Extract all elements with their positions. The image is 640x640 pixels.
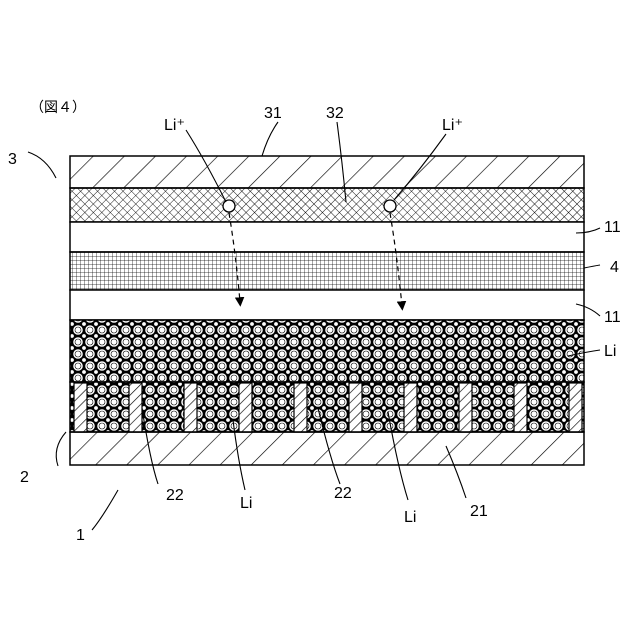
label-li-plus-right: Li⁺ bbox=[442, 117, 463, 134]
pillar-22-hatch-1 bbox=[74, 383, 87, 432]
label-li-right: Li bbox=[604, 343, 616, 360]
layer-4-separator bbox=[70, 252, 584, 290]
label-li-bottom-left: Li bbox=[240, 495, 252, 512]
pillar-22-hatch-9 bbox=[514, 383, 527, 432]
label-4: 4 bbox=[610, 259, 619, 276]
pillar-22-hatch-7 bbox=[404, 383, 417, 432]
pillar-22-hatch-10 bbox=[569, 383, 582, 432]
pillar-22-hatch-2 bbox=[129, 383, 142, 432]
label-22-right: 22 bbox=[334, 485, 352, 502]
label-11-top: 11 bbox=[604, 219, 621, 236]
li-fill-between-pillars bbox=[70, 382, 584, 432]
label-2: 2 bbox=[20, 469, 29, 486]
layer-31-cathode-collector bbox=[70, 156, 584, 188]
layer-32-cathode-active bbox=[70, 188, 584, 222]
pillar-22-hatch-4 bbox=[239, 383, 252, 432]
pillar-22-hatch-5 bbox=[294, 383, 307, 432]
layer-11-upper bbox=[70, 222, 584, 252]
li-ion-right bbox=[384, 200, 396, 212]
label-31: 31 bbox=[264, 105, 282, 122]
label-1: 1 bbox=[76, 527, 85, 544]
figure-title: （図４） bbox=[30, 100, 86, 116]
li-ion-left bbox=[223, 200, 235, 212]
label-21: 21 bbox=[470, 503, 488, 520]
li-particle-layer bbox=[70, 320, 584, 382]
label-11-bottom: 11 bbox=[604, 309, 621, 326]
label-3: 3 bbox=[8, 151, 17, 168]
layer-11-lower bbox=[70, 290, 584, 320]
label-li-plus-left: Li⁺ bbox=[164, 117, 185, 134]
pillar-22-hatch-8 bbox=[459, 383, 472, 432]
pillar-22-hatch-3 bbox=[184, 383, 197, 432]
label-li-bottom-right: Li bbox=[404, 509, 416, 526]
label-22-left: 22 bbox=[166, 487, 184, 504]
pillar-22-hatch-6 bbox=[349, 383, 362, 432]
label-32: 32 bbox=[326, 105, 344, 122]
